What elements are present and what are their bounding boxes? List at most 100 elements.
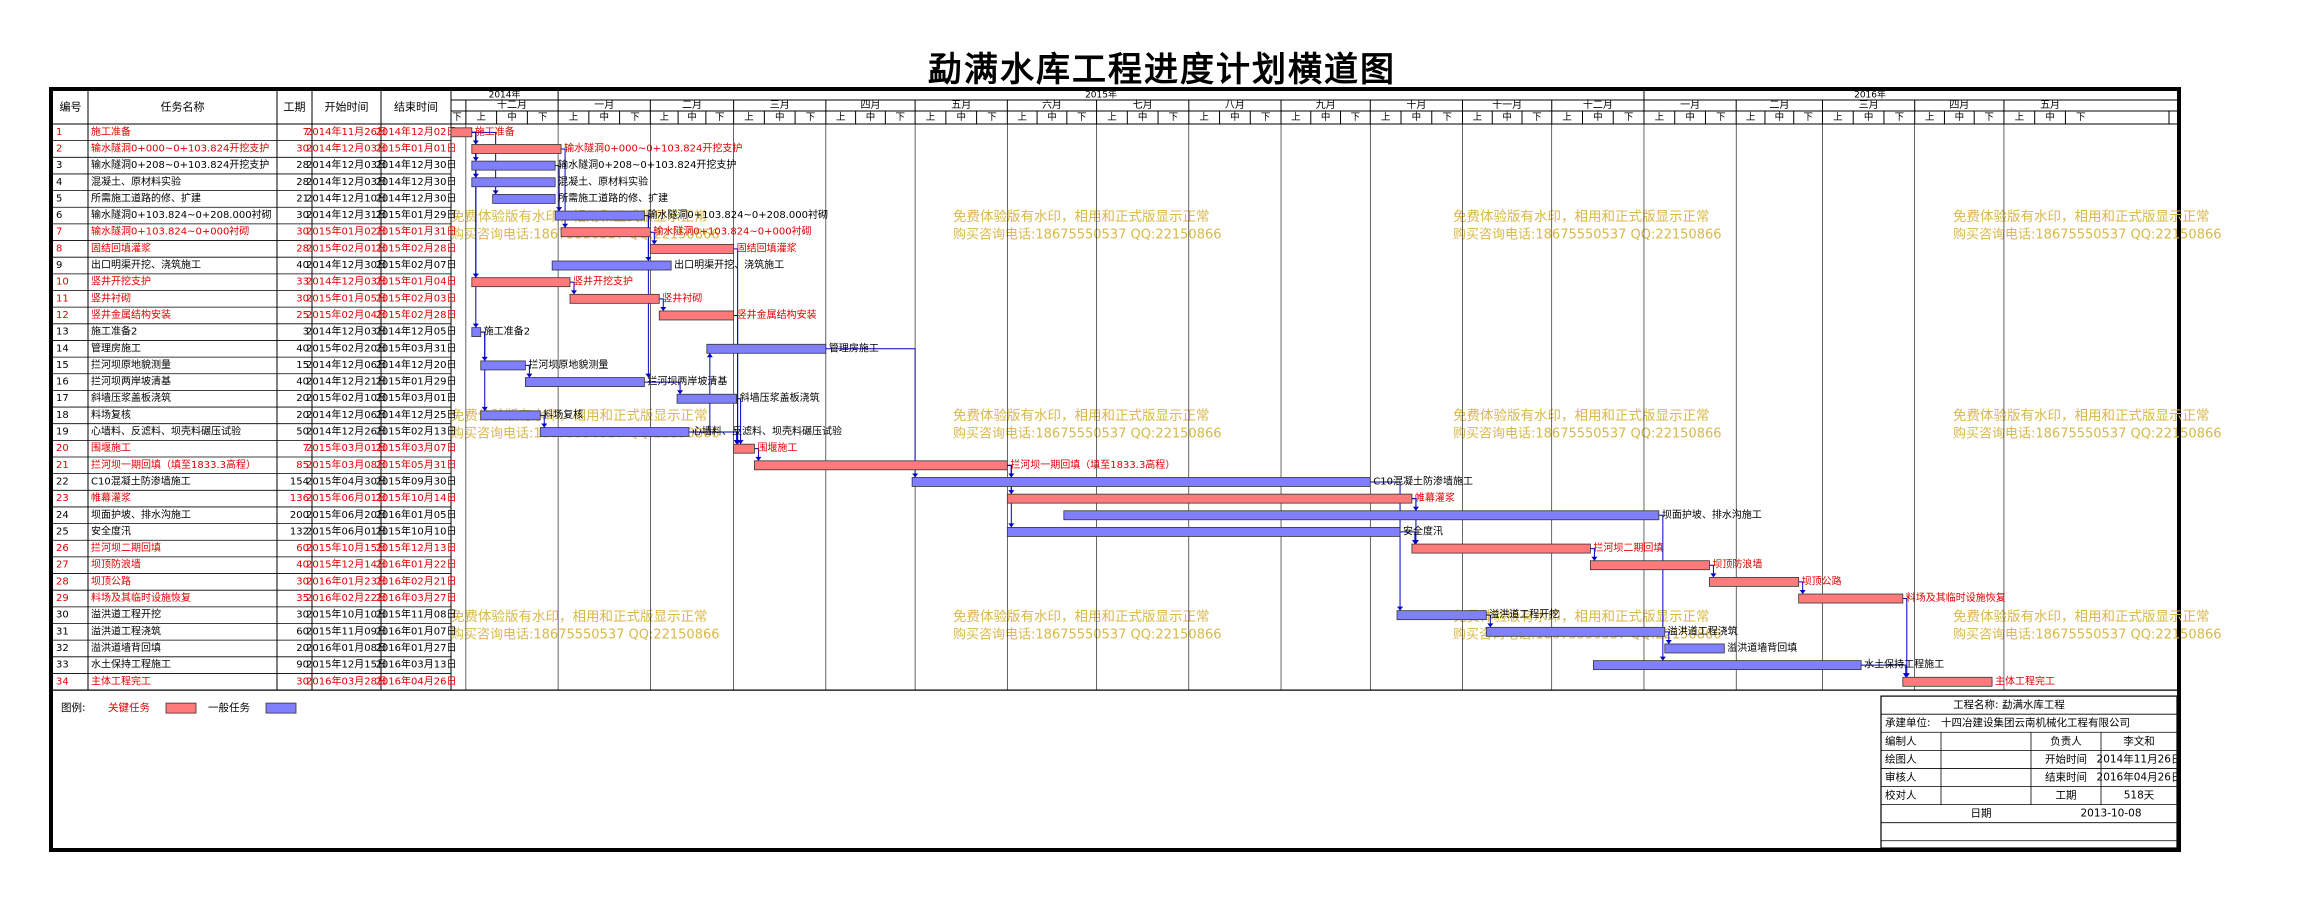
task-duration: 28 [296,243,309,254]
task-duration: 7 [303,127,309,138]
task-bar [911,477,1371,487]
task-start: 2016年03月28日 [306,674,387,687]
dekad-label: 中 [599,111,609,123]
task-bar-label: 管理房施工 [829,341,879,354]
task-start: 2015年01月02日 [306,225,387,238]
task-name: 拦河坝一期回填（填至1833.3高程） [91,458,256,471]
task-duration: 50 [296,427,309,438]
task-start: 2015年03月08日 [306,458,387,471]
dependency-arrow [755,456,762,461]
info-date-value: 2013-10-08 [2080,808,2141,820]
task-duration: 3 [303,327,309,338]
dependency-link [1664,631,1670,644]
task-duration: 60 [296,626,309,637]
task-start: 2015年02月04日 [306,308,387,321]
dekad-label: 下 [895,112,905,123]
dependency-arrow [645,373,652,378]
month-label: 十二月 [1583,98,1613,111]
task-id: 18 [56,410,69,421]
task-bar-label: 拦河坝两岸坡清基 [647,375,727,388]
dependency-link [1400,531,1416,545]
task-bar-label: 斜墙压浆盖板浇筑 [740,391,820,404]
task-start: 2015年01月05日 [306,291,387,304]
dekad-label: 中 [1321,111,1331,123]
task-name: 坝顶防浪墙 [91,558,141,571]
task-duration: 21 [296,193,309,204]
dekad-label: 中 [687,111,697,123]
task-bar-label: 固结回填灌浆 [737,241,797,254]
dependency-link [644,381,681,395]
task-name: 料场复核 [91,408,131,421]
column-header-duration: 工期 [284,101,306,114]
dekad-label: 上 [1833,112,1843,123]
info-verifier-label: 校对人 [1885,789,1917,802]
task-start: 2016年01月08日 [306,641,387,654]
dekad-label: 上 [1291,112,1301,123]
task-id: 27 [56,560,69,571]
task-end: 2016年03月13日 [376,658,457,671]
task-bar-label: 竖井金属结构安装 [737,308,817,321]
watermark-text: 购买咨询电话:18675550537 QQ:22150866 [451,627,720,643]
task-end: 2015年03月01日 [376,391,457,404]
dependency-link [540,414,545,428]
task-bar [1664,643,1725,654]
task-name: 溢洪道墙背回填 [91,641,161,654]
task-duration: 25 [296,310,309,321]
dependency-arrow [660,306,667,311]
month-label: 三月 [770,99,790,111]
dekad-label: 中 [507,111,517,123]
task-bar [1593,660,1862,671]
dependency-arrow [492,190,499,195]
task-end: 2014年12月30日 [376,175,457,188]
task-start: 2014年12月10日 [306,191,387,204]
month-label: 八月 [1225,99,1245,111]
watermark-text: 购买咨询电话:18675550537 QQ:22150866 [1953,627,2222,643]
task-start: 2015年12月15日 [306,658,387,671]
dependency-link [1590,548,1595,561]
task-bar [539,427,690,437]
watermark-text: 免费体验版有水印，相用和正式版显示正常 [1953,609,2210,625]
info-project: 工程名称: 勐满水库工程 [1953,698,2065,711]
task-end: 2016年01月05日 [376,508,457,521]
dekad-label: 上 [836,112,846,123]
task-bar-label: 拦河坝原地貌测量 [528,358,608,371]
task-end: 2016年03月27日 [376,591,457,604]
task-name: 溢洪道工程开挖 [91,608,161,621]
dekad-label: 中 [1955,111,1965,123]
watermark-text: 免费体验版有水印，相用和正式版显示正常 [953,408,1210,424]
column-header-name: 任务名称 [161,100,205,114]
dependency-link [689,431,738,445]
dependency-link [1486,614,1491,628]
task-bar [754,460,1008,471]
dekad-label: 中 [1230,111,1240,123]
task-end: 2015年02月28日 [376,241,457,254]
task-id: 29 [56,593,69,604]
task-end: 2015年10月10日 [376,524,457,537]
task-start: 2014年12月21日 [306,375,387,388]
task-id: 7 [56,227,62,238]
dependency-arrow [562,223,569,228]
watermark-text: 免费体验版有水印，相用和正式版显示正常 [1453,408,1710,424]
task-bar-label: 料场及其临时设施恢复 [1906,591,2006,604]
task-name: C10混凝土防渗墙施工 [91,474,191,487]
dependency-link [1370,481,1401,611]
month-label: 四月 [1949,99,1969,111]
dekad-label: 下 [1169,112,1179,123]
task-duration: 35 [296,593,309,604]
task-bar-label: 坝顶防浪墙 [1712,558,1762,571]
task-name: 围堰施工 [91,441,131,454]
task-name: 混凝土、原材料实验 [91,175,181,188]
task-duration: 30 [296,610,309,621]
info-builder-label: 承建单位: [1885,716,1931,729]
watermark-text: 购买咨询电话:18675550537 QQ:22150866 [953,426,1222,442]
task-bar [471,277,571,288]
task-bar [569,293,660,304]
task-end: 2015年01月29日 [376,208,457,221]
task-id: 26 [56,543,69,554]
task-name: 出口明渠开挖、浇筑施工 [91,258,201,271]
task-end: 2014年12月25日 [376,408,457,421]
month-label: 三月 [1859,99,1879,111]
task-start: 2015年02月01日 [306,241,387,254]
dependency-link [561,148,566,228]
